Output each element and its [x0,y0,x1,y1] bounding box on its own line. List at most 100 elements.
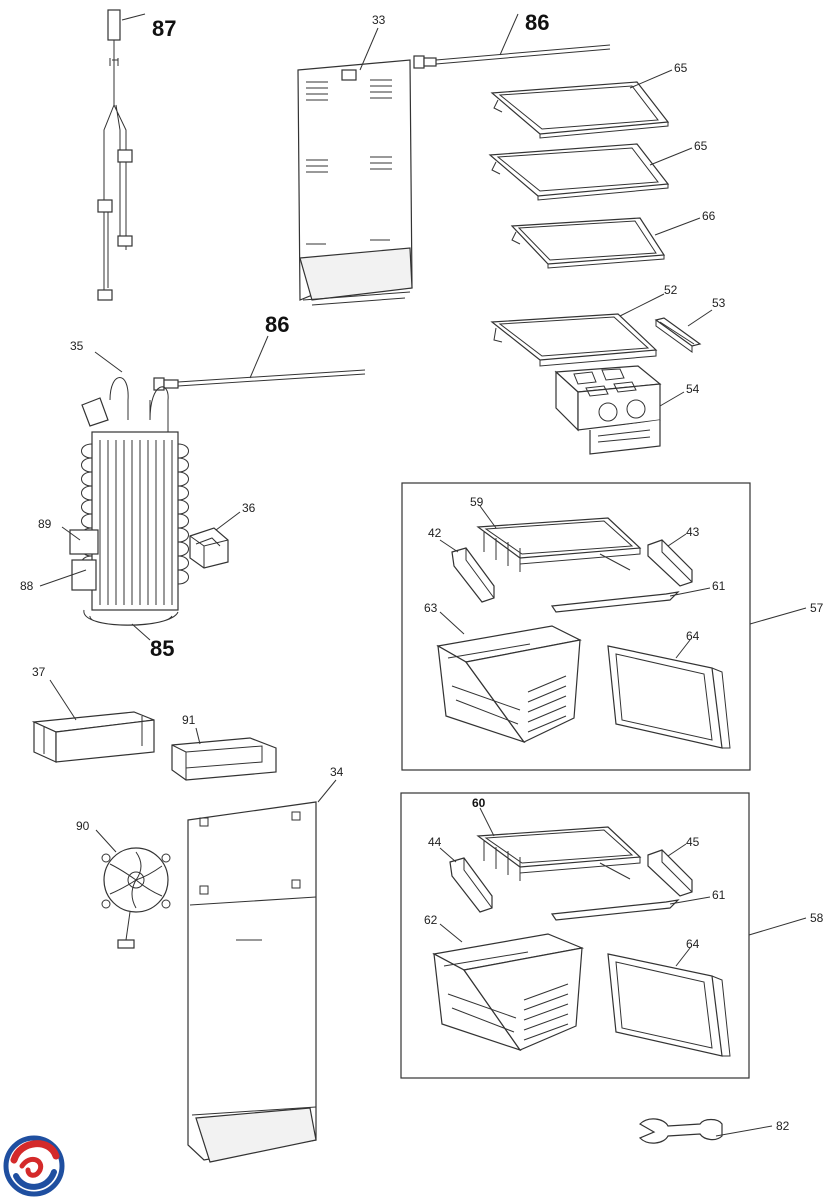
label-53: 53 [712,296,726,310]
part-65-glass-shelf-b [488,143,670,201]
label-36: 36 [242,501,256,515]
part-86-sensor-top [413,44,611,69]
leader-87 [121,13,146,21]
label-57: 57 [810,601,824,615]
part-42-rail-left [451,547,495,603]
label-88: 88 [20,579,34,593]
part-64-drawer-front-a [607,645,731,749]
part-44-rail-left [449,857,493,913]
leader-43 [667,533,687,547]
part-65-glass-shelf-a [490,81,670,139]
leader-65b [649,147,693,166]
leader-82 [715,1125,773,1137]
leader-34 [317,779,337,803]
part-62-crisper-drawer [432,933,585,1052]
label-43: 43 [686,525,700,539]
part-91-cover [171,737,277,781]
part-90-fan [101,847,171,949]
part-37-tray [31,711,155,763]
leader-45 [667,843,687,857]
label-42: 42 [428,526,442,540]
part-43-rail-right [647,539,693,587]
part-61-strip-a [550,591,680,613]
leader-36 [215,511,241,531]
leader-53 [687,309,713,327]
leader-66 [654,217,701,236]
part-82-wrench [638,1118,723,1144]
label-61a: 61 [712,579,726,593]
part-45-rail-right [647,849,693,897]
leader-86-mid [249,335,269,379]
label-54: 54 [686,382,700,396]
part-63-crisper-drawer [436,625,582,744]
leader-64b [675,947,691,967]
part-53-bracket [654,317,702,353]
leader-57 [749,607,807,625]
label-62: 62 [424,913,438,927]
label-64b: 64 [686,937,700,951]
group-57-box [401,482,751,771]
leader-89 [61,526,81,541]
leader-65a [629,69,673,89]
leader-85 [131,623,151,641]
leader-42 [439,539,459,553]
label-61b: 61 [712,888,726,902]
leader-88 [39,569,87,587]
leader-86-top [499,13,519,56]
part-59-crisper-lid [476,517,642,572]
label-86-mid: 86 [265,312,289,337]
label-64a: 64 [686,629,700,643]
label-66: 66 [702,209,716,223]
part-36-clip [189,527,229,569]
label-35: 35 [70,339,84,353]
label-44: 44 [428,835,442,849]
part-34-rear-panel [187,801,317,1163]
label-37: 37 [32,665,46,679]
part-86-sensor-mid [153,369,366,391]
leader-58 [748,917,807,936]
label-65a: 65 [674,61,688,75]
label-90: 90 [76,819,90,833]
label-85: 85 [150,636,174,661]
leader-54 [659,391,685,407]
leader-33 [359,27,379,71]
part-54-control-housing [554,365,662,455]
label-58: 58 [810,911,824,925]
leader-52 [619,293,665,317]
leader-91 [195,727,201,745]
label-87: 87 [152,16,176,41]
part-33-rear-panel [297,59,413,306]
label-86-top: 86 [525,10,549,35]
leader-64a [675,639,691,659]
part-60-crisper-lid [476,826,642,881]
label-60: 60 [472,796,486,810]
part-35-evaporator [69,377,189,626]
leader-90 [95,829,117,853]
label-45: 45 [686,835,700,849]
leader-35 [94,351,123,373]
leader-60 [479,807,495,837]
label-52: 52 [664,283,678,297]
leader-59 [479,505,497,529]
leader-61b [669,896,711,905]
group-58-box [400,792,750,1079]
leader-63 [439,611,465,635]
part-52-crisper-cover [490,313,658,367]
label-65b: 65 [694,139,708,153]
part-87-wire-harness [97,9,133,301]
part-64-drawer-front-b [607,953,731,1057]
leader-44 [439,847,457,863]
part-66-glass-shelf [510,217,666,269]
label-59: 59 [470,495,484,509]
label-34: 34 [330,765,344,779]
leader-37 [49,679,77,721]
leader-62 [439,923,463,943]
label-82: 82 [776,1119,790,1133]
part-61-strip-b [550,899,680,921]
label-91: 91 [182,713,196,727]
leader-61a [669,587,711,597]
label-33: 33 [372,13,386,27]
brand-swirl-logo [3,1135,65,1197]
label-89: 89 [38,517,52,531]
